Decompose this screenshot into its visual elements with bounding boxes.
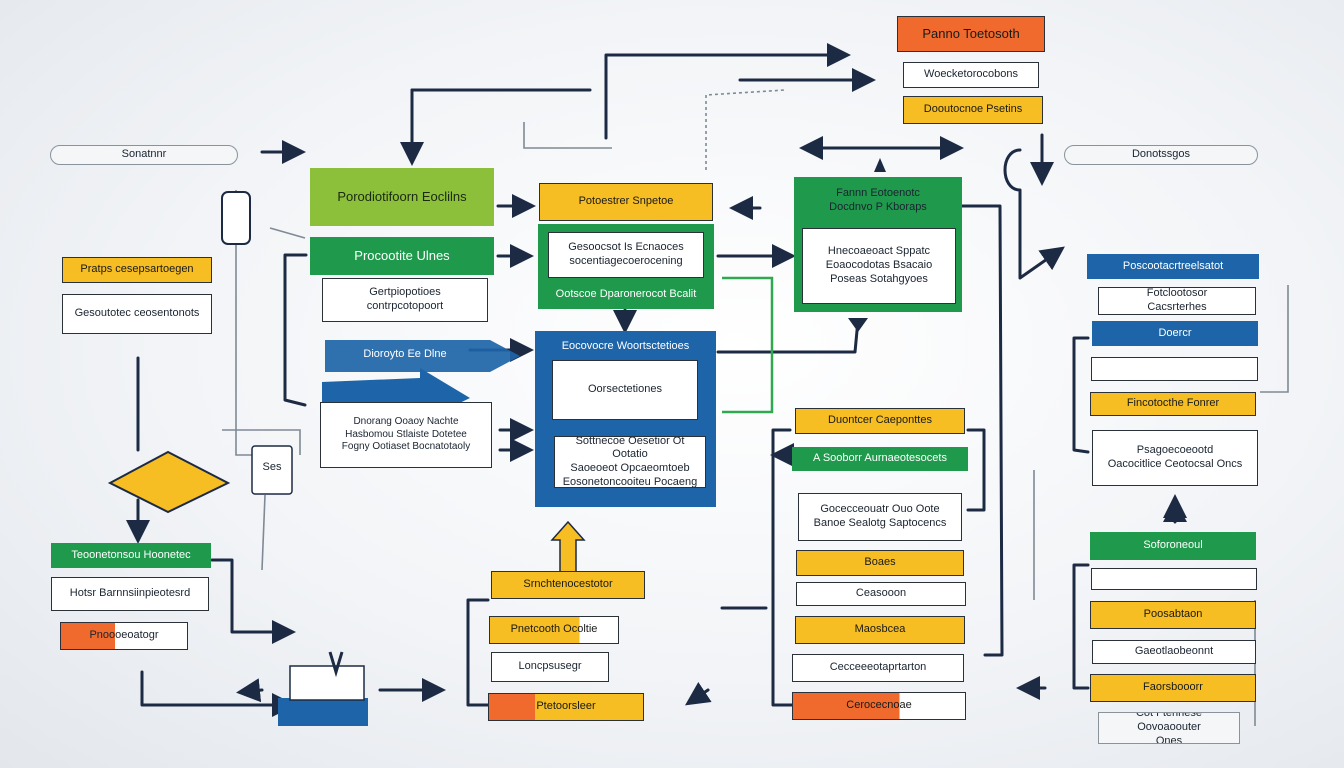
yellow-up-arrow-icon bbox=[550, 520, 586, 573]
cylinder-icon bbox=[221, 191, 251, 245]
connector-thin-6 bbox=[523, 122, 612, 149]
connector-far-right-bracket2 bbox=[1072, 563, 1090, 690]
document-icon bbox=[251, 445, 293, 495]
connector-thin-4 bbox=[261, 494, 266, 571]
center-lime-box: Porodiotifoorn Eoclilns bbox=[310, 168, 494, 226]
connector-thin-5 bbox=[705, 89, 786, 170]
arrow-label: Dioroyto Ee Dlne bbox=[363, 348, 447, 361]
decision-diamond-icon bbox=[107, 450, 231, 514]
blue-inner-box: Oorsectetiones bbox=[552, 360, 698, 420]
right-white3-box: Cecceeeotaprtarton bbox=[792, 654, 964, 682]
far-right-green-box: Soforoneoul bbox=[1090, 532, 1256, 560]
right-white-box: Hnecoaeoact Sppatc Eoaocodotas Bsacaio P… bbox=[802, 228, 956, 304]
arrow-detail-box: Dnorang Ooaoy Nachte Hasbomou Stlaiste D… bbox=[320, 402, 492, 468]
far-right-white1-box: Fotclootosor Cacsrterhes bbox=[1098, 287, 1256, 315]
far-right-blue-box: Poscootacrtreelsatot bbox=[1087, 254, 1259, 279]
right-green-title: Fannn Eotoenotc Docdnvo P Kboraps bbox=[829, 187, 927, 213]
connector-left-loop bbox=[283, 253, 308, 407]
right-white1-box: Gocecceouatr Ouo Oote Banoe Sealotg Sapt… bbox=[798, 493, 962, 541]
blue-panel-title: Eocovocre Woortsctetioes bbox=[561, 340, 690, 353]
left-green-box: Teoonetonsou Hoonetec bbox=[51, 543, 211, 568]
connector-green-link bbox=[722, 276, 774, 414]
connector-center-bracket bbox=[466, 598, 490, 707]
top-right-yellow-box: Dooutocnoe Psetins bbox=[903, 96, 1043, 124]
connector-thin-7 bbox=[1260, 285, 1289, 393]
mid-green-footer: Ootscoe Dparonerocot Bcalit bbox=[555, 288, 697, 301]
connector-right-col-bracket bbox=[771, 428, 794, 707]
center-orange-yellow-box: Pnetcooth Ocoltie bbox=[489, 616, 619, 644]
center-orange-bottom-box: Ptetoorsleer bbox=[488, 693, 644, 721]
far-right-yellow2-box: Poosabtaon bbox=[1090, 601, 1256, 629]
far-right-white2-box: Psagoecoeootd Oacocitlice Ceotocsal Oncs bbox=[1092, 430, 1258, 486]
funnel-icon bbox=[848, 318, 868, 332]
up-caret-icon bbox=[874, 158, 886, 172]
mid-yellow-box: Potoestrer Snpetoe bbox=[539, 183, 713, 221]
left-pill-input: Sonatnnr bbox=[50, 145, 238, 165]
connector-right-col-out bbox=[966, 428, 986, 512]
far-right-blue2-box: Doercr bbox=[1092, 321, 1258, 346]
center-yellow-box: Srnchtenocestotor bbox=[491, 571, 645, 599]
far-right-bottom-box: Cot Ftennese Oovoaoouter Ones bbox=[1098, 712, 1240, 744]
connector-blue-right bbox=[716, 318, 860, 354]
far-right-empty-box bbox=[1091, 357, 1258, 381]
far-right-white3-box: Gaeotlaobeonnt bbox=[1092, 640, 1256, 664]
connector-bottom-left-b bbox=[236, 678, 264, 703]
left-orange-box: Pnoooeoatogr bbox=[60, 622, 188, 650]
diamond-label: Ses bbox=[262, 461, 282, 474]
connector-left-bottom bbox=[140, 670, 296, 717]
right-pill-input: Donotssgos bbox=[1064, 145, 1258, 165]
right-yellow3-box: Maosbcea bbox=[795, 616, 965, 644]
blue-white-box: Sottnecoe Oesetior Ot Ootatio Saoeoeot O… bbox=[554, 436, 706, 488]
far-right-empty2-box bbox=[1091, 568, 1257, 590]
up-caret-right-icon bbox=[1163, 500, 1187, 522]
far-right-yellow-box: Fincotocthe Fonrer bbox=[1090, 392, 1256, 416]
connector-thin-2 bbox=[269, 227, 306, 239]
left-white-box: Gesoutotec ceosentonots bbox=[62, 294, 212, 334]
tray-box-icon bbox=[278, 698, 368, 726]
tray-down-arrow-icon bbox=[328, 651, 344, 678]
connector-left-bracket bbox=[210, 558, 296, 644]
center-white-bottom-box: Loncpsusegr bbox=[491, 652, 609, 682]
connector-top-loop bbox=[410, 88, 592, 162]
big-arrow-top-icon bbox=[325, 340, 520, 372]
connector-top-mid bbox=[604, 43, 851, 140]
connector-far-right-bracket bbox=[1072, 336, 1090, 454]
right-orange-box: Cerocecnoae bbox=[792, 692, 966, 720]
right-green-box: A Sooborr Aurnaeotesocets bbox=[792, 447, 968, 471]
top-right-orange-box: Panno Toetosoth bbox=[897, 16, 1045, 52]
right-yellow1-box: Duontcer Caeponttes bbox=[795, 408, 965, 434]
center-white-box: Gertpiopotioes contrpcotopoort bbox=[322, 278, 488, 322]
top-right-white-box: Woecketorocobons bbox=[903, 62, 1039, 88]
center-green-box: Procootite Ulnes bbox=[310, 237, 494, 275]
left-yellow-box: Pratps cesepsartoegen bbox=[62, 257, 212, 283]
connector-far-right-loop bbox=[1003, 148, 1065, 280]
mid-white-box: Gesoocsot Is Ecnaoces socentiagecoerocen… bbox=[548, 232, 704, 278]
connector-right-panel bbox=[960, 204, 1004, 657]
connector-thin-3 bbox=[222, 429, 301, 455]
left-white2-box: Hotsr Barnnsiinpieotesrd bbox=[51, 577, 209, 611]
right-yellow2-box: Boaes bbox=[796, 550, 964, 576]
tray-box-white-icon bbox=[289, 665, 365, 701]
far-right-yellow3-box: Faorsbooorr bbox=[1090, 674, 1256, 702]
right-white2-box: Ceasooon bbox=[796, 582, 966, 606]
connector-center-out bbox=[685, 682, 712, 706]
